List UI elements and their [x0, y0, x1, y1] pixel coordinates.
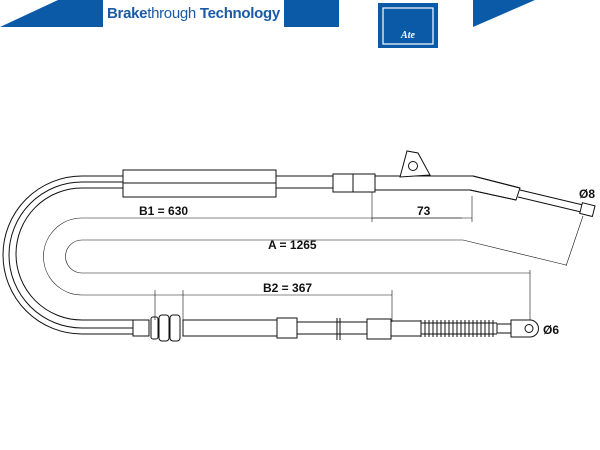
cable-sheath-mid [8, 181, 135, 329]
cable-sheath-outer [2, 175, 135, 335]
lower-tube [182, 319, 278, 337]
dimension-lines [43, 192, 584, 322]
brand-word-technology: Technology [199, 5, 280, 22]
return-spring [420, 320, 497, 337]
brand-tagline: Brakethrough Technology [103, 0, 284, 27]
end-sleeve [469, 175, 521, 201]
header-band-right [473, 0, 535, 27]
lower-fitting-1 [132, 319, 150, 337]
diameter-end-1-label: Ø8 [579, 187, 595, 201]
ate-logo: Ate [378, 3, 438, 48]
brand-word-brake: Brake [107, 5, 148, 22]
eye-shank [496, 323, 512, 334]
adjuster-nut-3 [169, 314, 181, 342]
barrel-end [579, 202, 596, 218]
diameter-end-2-label: Ø6 [543, 323, 559, 337]
dim-b2-label: B2 = 367 [263, 281, 312, 295]
dim-b1-label: B1 = 630 [139, 204, 188, 218]
brand-word-through: through [147, 5, 196, 22]
mount-bracket [399, 150, 431, 178]
svg-text:Ate: Ate [400, 30, 415, 41]
upper-fitting [332, 173, 376, 193]
cable-sheath-inner [15, 187, 135, 321]
adjuster-nut-1 [150, 316, 159, 340]
lower-tube-2 [390, 320, 422, 337]
dim-offset-label: 73 [417, 204, 431, 218]
lower-fitting-2 [276, 317, 298, 339]
header-brand-row: Brakethrough Technology [103, 0, 339, 27]
dim-a-label: A = 1265 [268, 238, 317, 252]
inner-wire-upper [517, 189, 584, 213]
lower-fitting-3 [366, 318, 392, 340]
adjuster-nut-2 [158, 314, 170, 342]
header-band-left [0, 0, 103, 27]
header-band-mid [283, 0, 339, 27]
cable-upper-run [276, 175, 333, 189]
